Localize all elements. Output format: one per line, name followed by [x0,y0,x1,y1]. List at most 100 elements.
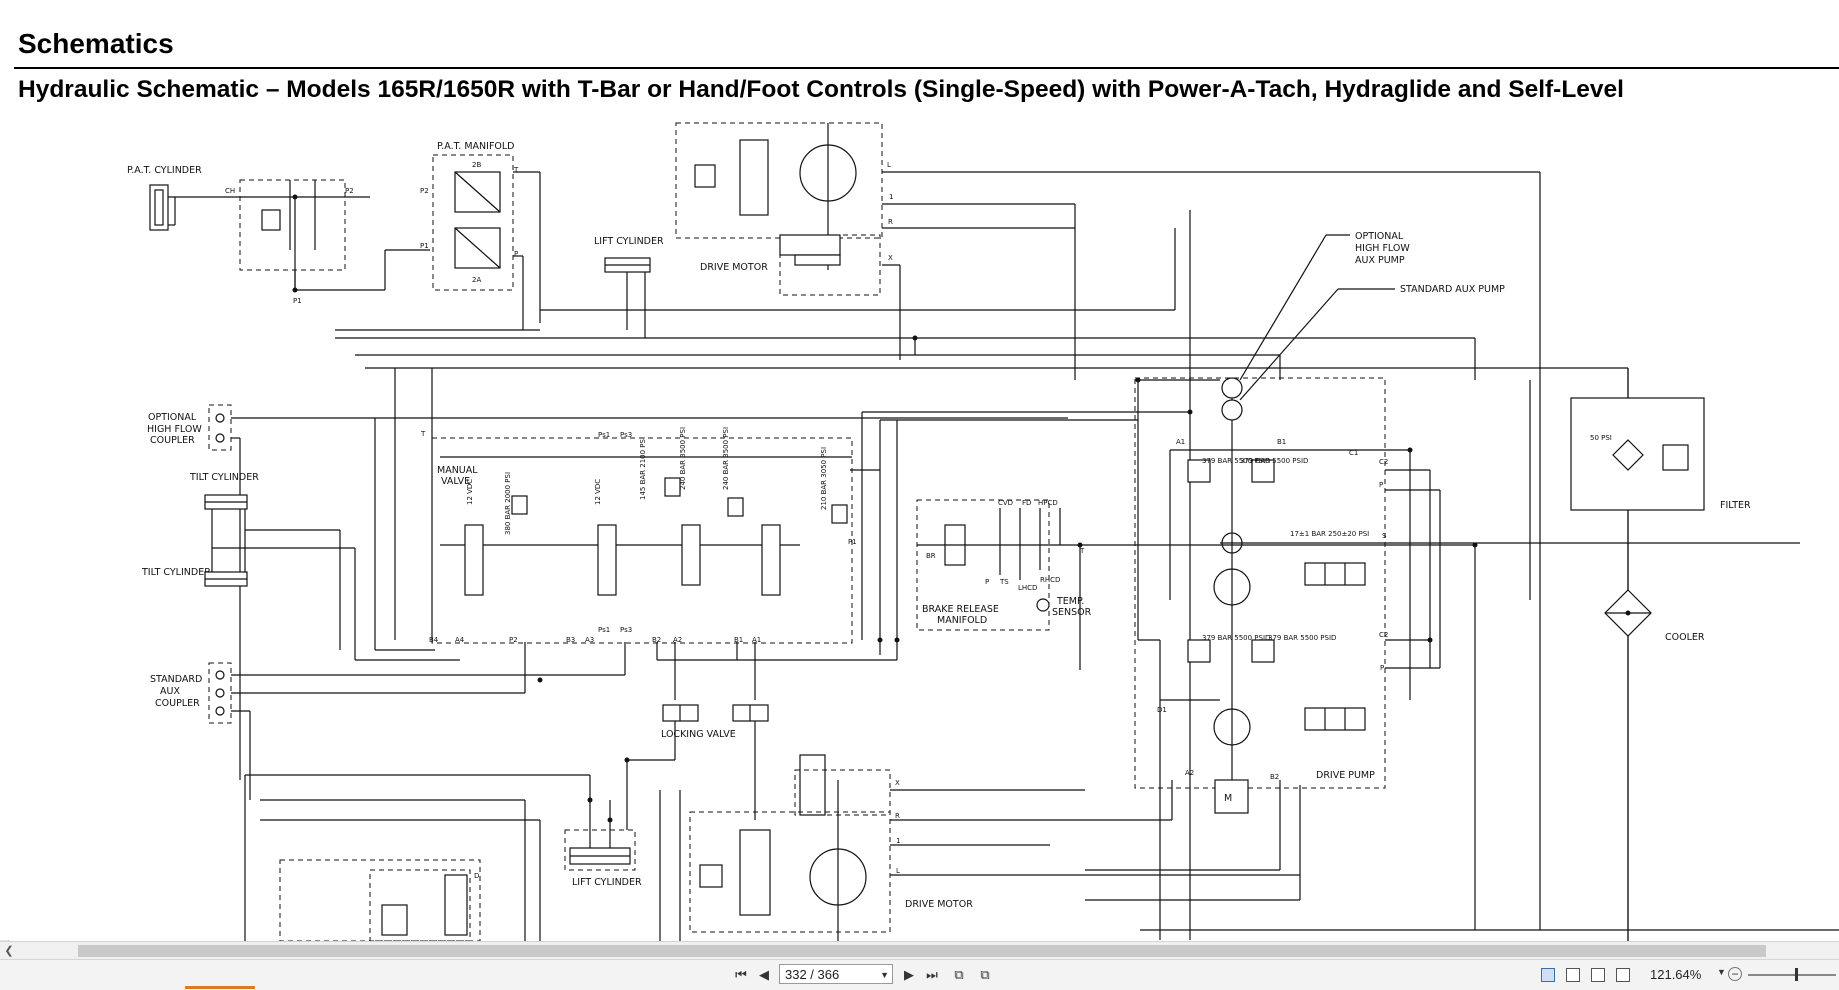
svg-text:VALVE: VALVE [441,476,470,487]
svg-text:P1: P1 [848,538,857,546]
tilt-cylinder-1-label: TILT CYLINDER [189,472,259,483]
pat-cylinder-label: P.A.T. CYLINDER [127,165,202,176]
zoom-dropdown-icon[interactable]: ▼ [1717,967,1726,977]
filter-cooler-group: 50 PSI FILTER COOLER [1570,368,1751,941]
engine-motor-label: M [1224,793,1232,804]
svg-text:L: L [887,161,891,169]
optional-high-flow-coupler-label: OPTIONAL [148,412,197,423]
svg-text:1: 1 [889,193,893,201]
svg-text:SENSOR: SENSOR [1052,607,1092,618]
svg-text:B4: B4 [429,636,439,644]
svg-text:12 VDC: 12 VDC [594,479,602,505]
svg-text:379 BAR 5500 PSID: 379 BAR 5500 PSID [1240,457,1308,465]
bottom-components: LIFT CYLINDER DRIVE MOTOR X R 1 L D [260,754,1300,941]
locking-valve-group: LOCKING VALVE [626,704,769,830]
junction-dots [292,194,1631,823]
svg-text:C1: C1 [1349,449,1358,457]
svg-text:17±1 BAR 250±20 PSI: 17±1 BAR 250±20 PSI [1290,530,1369,538]
svg-text:C2: C2 [1379,631,1388,639]
svg-text:COUPLER: COUPLER [155,698,200,709]
svg-text:A2: A2 [673,636,682,644]
zoom-out-icon[interactable]: − [1728,967,1742,981]
svg-text:A3: A3 [585,636,594,644]
page-number-field[interactable]: 332 / 366 ▼ [779,964,893,984]
prev-page-icon[interactable]: ◀ [759,967,769,982]
filter-label: FILTER [1720,500,1751,511]
standard-aux-coupler-label: STANDARD [150,674,202,685]
manual-valve-label: MANUAL [437,465,478,476]
svg-text:T: T [513,166,519,174]
svg-text:HIGH FLOW: HIGH FLOW [147,424,202,435]
svg-text:R: R [888,218,893,226]
svg-text:145 BAR 2100 PSI: 145 BAR 2100 PSI [639,437,647,500]
drive-motor-top-group: DRIVE MOTOR L 1 R X [675,122,1541,380]
svg-text:X: X [895,779,900,787]
svg-text:B3: B3 [566,636,575,644]
zoom-slider-handle[interactable] [1795,968,1798,981]
svg-text:CVD: CVD [998,499,1013,507]
copy-icon[interactable]: ⧉ [954,967,964,982]
svg-text:379 BAR 5500 PSID: 379 BAR 5500 PSID [1202,634,1270,642]
trunk-lines [335,204,1629,941]
svg-text:50 PSI: 50 PSI [1590,434,1612,442]
title-divider [14,67,1839,69]
svg-text:C2: C2 [1379,458,1388,466]
drive-pump-label: DRIVE PUMP [1316,770,1375,781]
svg-text:X: X [888,254,893,262]
brake-release-manifold-group: BR P TS BRAKE RELEASE MANIFOLD CVD FD HP… [916,499,1475,670]
svg-text:P: P [1379,481,1383,489]
last-page-icon[interactable]: ⏭ [926,967,938,982]
svg-text:S: S [1382,532,1387,540]
svg-text:HIGH FLOW: HIGH FLOW [1355,243,1410,254]
svg-text:COUPLER: COUPLER [150,435,195,446]
svg-text:CH: CH [225,187,235,195]
page-title: Schematics [18,28,174,59]
locking-valve-label: LOCKING VALVE [661,729,736,740]
svg-text:P2: P2 [345,187,354,195]
svg-text:A1: A1 [1176,438,1185,446]
first-page-icon[interactable]: ⏮ [735,967,747,982]
svg-text:210 BAR 3050 PSI: 210 BAR 3050 PSI [820,447,828,510]
svg-text:379 BAR 5500 PSID: 379 BAR 5500 PSID [1268,634,1336,642]
scrollbar-thumb[interactable] [78,945,1766,957]
svg-text:1: 1 [896,837,900,845]
drive-motor-bottom-label: DRIVE MOTOR [905,899,973,910]
svg-text:2B: 2B [472,161,481,169]
svg-text:T: T [420,430,426,438]
svg-text:Ps3: Ps3 [620,626,632,634]
svg-text:P2: P2 [420,187,429,195]
svg-text:2A: 2A [472,276,481,284]
svg-text:AUX PUMP: AUX PUMP [1355,255,1405,266]
svg-text:P: P [514,250,518,258]
single-page-view-icon[interactable] [1541,968,1555,982]
facing-view-icon[interactable] [1591,968,1605,982]
scroll-left-arrow-icon[interactable]: ❮ [4,945,14,957]
taskbar-indicator [185,986,255,989]
facing-continuous-view-icon[interactable] [1616,968,1630,982]
pat-manifold-group: P.A.T. MANIFOLD 2B 2A T P [432,141,541,330]
svg-text:A2: A2 [1185,769,1194,777]
manual-valve-group: MANUAL VALVE T P1 Ps1 Ps3 Ps1 Ps3 12 VDC… [339,368,898,700]
zoom-slider-track[interactable] [1748,974,1836,976]
next-page-icon[interactable]: ▶ [904,967,914,982]
pat-manifold-label: P.A.T. MANIFOLD [437,141,515,152]
svg-text:R: R [895,812,900,820]
svg-text:P: P [985,578,989,586]
svg-text:Ps1: Ps1 [598,431,610,439]
svg-text:FD: FD [1022,499,1031,507]
svg-text:BR: BR [926,552,936,560]
optional-high-flow-aux-pump-label: OPTIONAL [1355,231,1404,242]
svg-text:A4: A4 [455,636,465,644]
tilt-cylinder-2-label: TILT CYLINDER [141,567,211,578]
paste-icon[interactable]: ⧉ [980,967,990,982]
temp-sensor-label: TEMP. [1056,596,1084,607]
svg-text:Ps3: Ps3 [620,431,632,439]
horizontal-scrollbar[interactable]: ❮ [0,941,1839,960]
continuous-view-icon[interactable] [1566,968,1580,982]
svg-text:A1: A1 [752,636,761,644]
svg-text:12 VDC: 12 VDC [466,479,474,505]
svg-text:MANIFOLD: MANIFOLD [937,615,987,626]
pat-cylinder-group: P.A.T. CYLINDER CH P2 P1 P2 P1 [127,165,430,305]
chevron-down-icon[interactable]: ▼ [880,970,889,980]
lift-cylinder-top-group: LIFT CYLINDER [594,236,664,338]
